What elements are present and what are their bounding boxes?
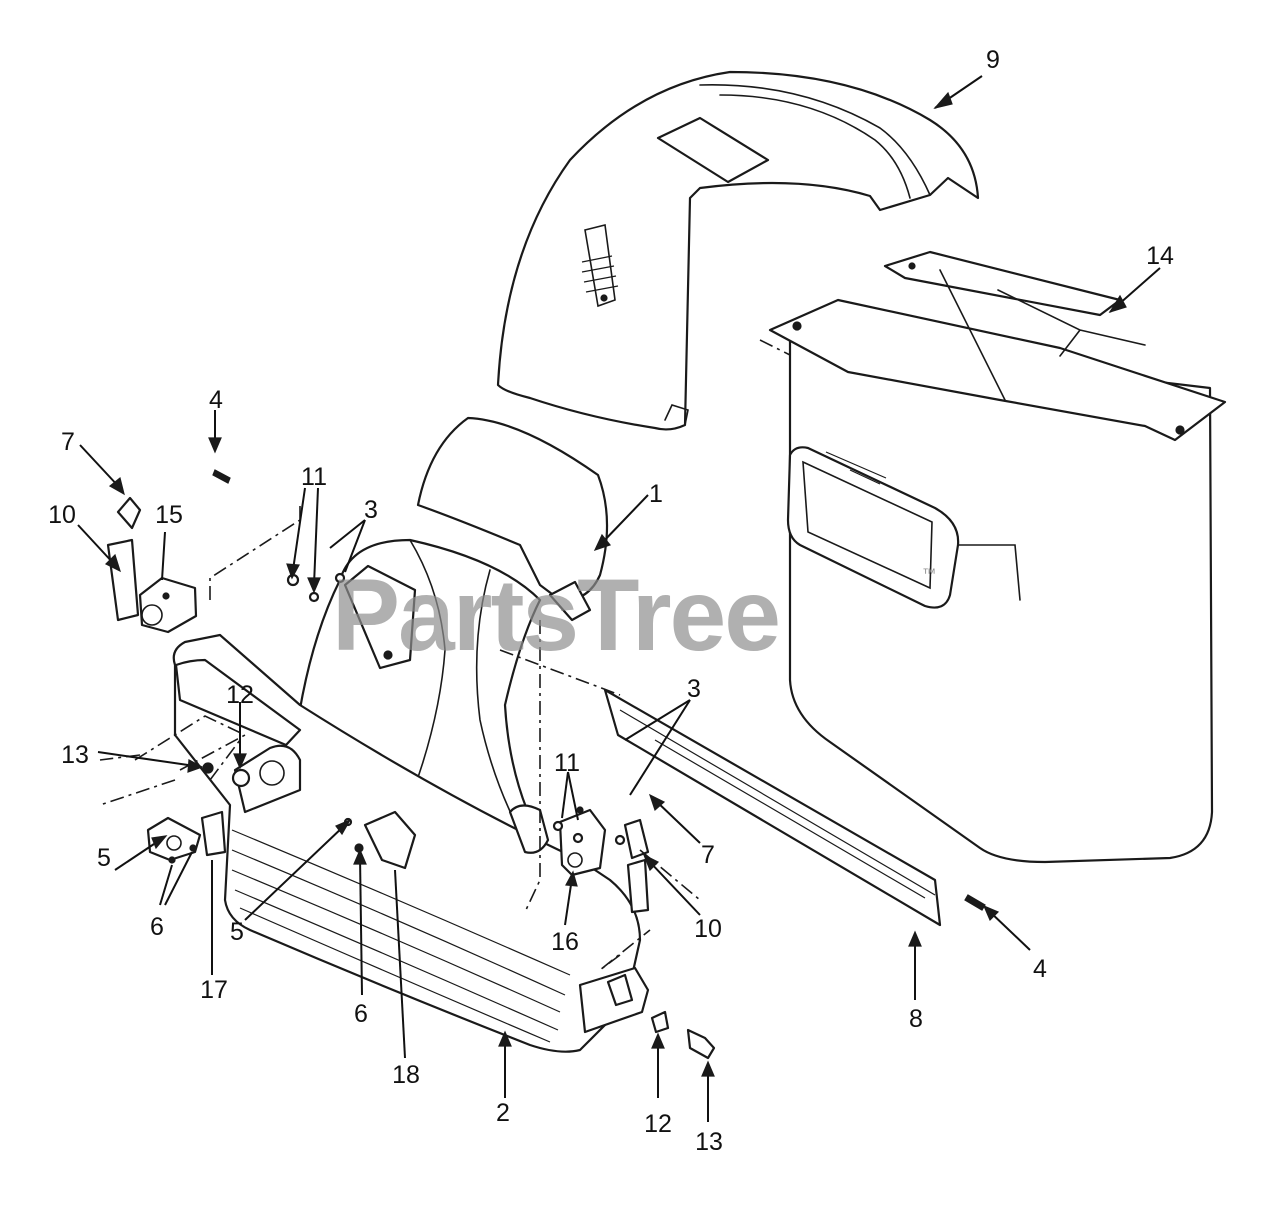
grass-bag-part <box>768 250 1227 864</box>
callout-3: 3 <box>364 496 378 524</box>
callout-4b: 4 <box>1033 955 1047 983</box>
rod-part <box>603 688 986 927</box>
callout-5: 5 <box>97 844 111 872</box>
leader-lines <box>77 75 1161 1122</box>
callout-6b: 6 <box>354 1000 368 1028</box>
callout-14: 14 <box>1146 242 1174 270</box>
right-bracket-assembly <box>508 804 650 914</box>
callout-13: 13 <box>61 741 89 769</box>
lower-left-brackets <box>146 762 251 864</box>
callout-13b: 13 <box>695 1128 723 1156</box>
callout-12b: 12 <box>644 1110 672 1138</box>
callout-11b: 11 <box>554 749 580 777</box>
callout-11: 11 <box>301 463 327 491</box>
watermark-text: PartsTree <box>332 558 779 672</box>
callout-1: 1 <box>649 480 663 508</box>
callout-17: 17 <box>200 976 228 1004</box>
callout-8: 8 <box>909 1005 923 1033</box>
callout-3b: 3 <box>687 675 701 703</box>
top-cover-part <box>496 70 980 431</box>
callout-16: 16 <box>551 928 579 956</box>
callout-10: 10 <box>48 501 76 529</box>
callout-18: 18 <box>392 1061 420 1089</box>
callout-10b: 10 <box>694 915 722 943</box>
callout-15: 15 <box>155 501 183 529</box>
callout-6: 6 <box>150 913 164 941</box>
callout-9: 9 <box>986 46 1000 74</box>
callout-4: 4 <box>209 386 223 414</box>
housing-part <box>172 633 650 1053</box>
watermark-trademark: ™ <box>922 565 936 581</box>
callout-12: 12 <box>226 681 254 709</box>
callout-7b: 7 <box>701 841 715 869</box>
callout-5b: 5 <box>230 918 244 946</box>
callout-7: 7 <box>61 428 75 456</box>
callout-2: 2 <box>496 1099 510 1127</box>
fasteners <box>212 469 716 1060</box>
